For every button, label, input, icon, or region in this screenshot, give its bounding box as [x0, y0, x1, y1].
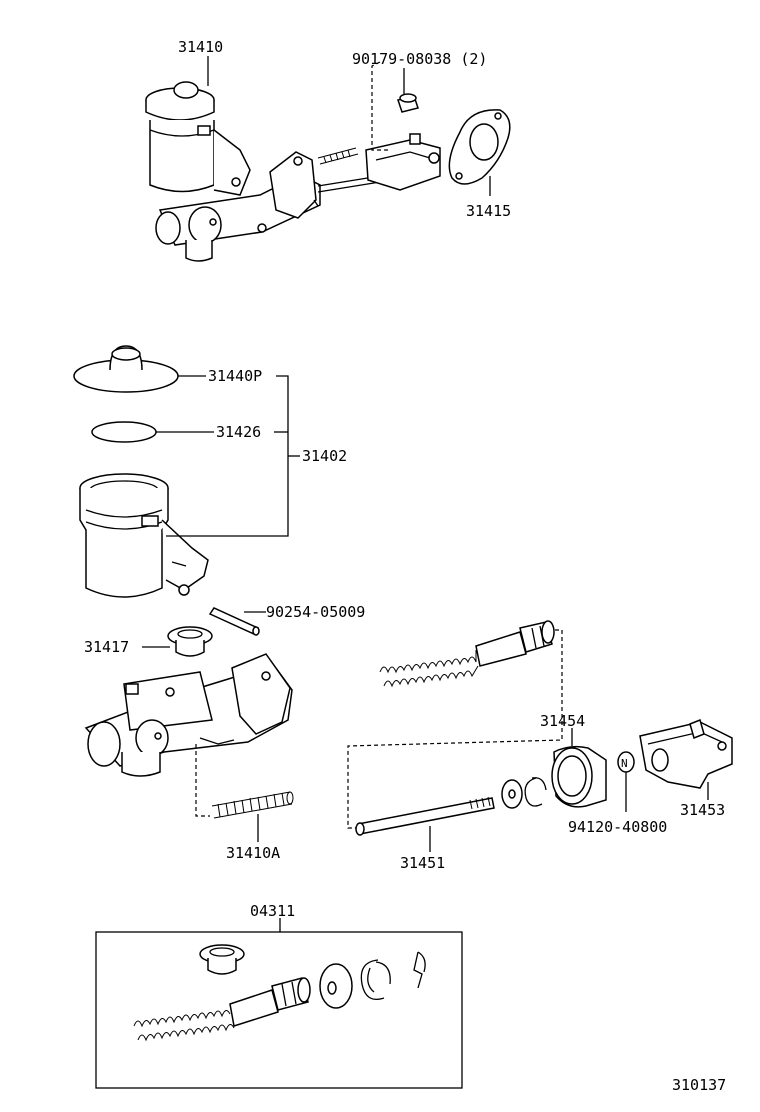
- repair-kit-drawing: [133, 944, 426, 1042]
- cylinder-body-drawing: [84, 653, 293, 777]
- label-31402: 31402: [302, 447, 347, 465]
- push-rod-31451-drawing: [355, 796, 495, 836]
- stud-31410a-drawing: [211, 791, 294, 819]
- new-part-badge: N: [621, 757, 628, 770]
- label-31451: 31451: [400, 854, 445, 872]
- label-31440p: 31440P: [208, 367, 262, 385]
- nut-94120-badge: N: [617, 751, 635, 773]
- diagram-id: 310137: [672, 1076, 726, 1094]
- label-31417: 31417: [84, 638, 129, 656]
- label-31426: 31426: [216, 423, 261, 441]
- boot-31454-drawing: [551, 745, 607, 808]
- kit-04311-box: [95, 931, 463, 1089]
- label-04311: 04311: [250, 902, 295, 920]
- label-31454: 31454: [540, 712, 585, 730]
- label-31453: 31453: [680, 801, 725, 819]
- pin-90254-drawing: [208, 607, 260, 636]
- reservoir-exploded-drawing: [73, 345, 209, 598]
- label-31410: 31410: [178, 38, 223, 56]
- label-31415: 31415: [466, 202, 511, 220]
- label-90179-08038: 90179-08038 (2): [352, 50, 487, 68]
- master-cylinder-assembly-drawing: [145, 81, 511, 262]
- label-94120-40800: 94120-40800: [568, 818, 667, 836]
- label-31410a: 31410A: [226, 844, 280, 862]
- clevis-31453-drawing: [639, 718, 733, 789]
- label-90254-05009: 90254-05009: [266, 603, 365, 621]
- grommet-31417-drawing: [167, 626, 213, 657]
- washer-clip-drawing: [501, 777, 547, 809]
- piston-spring-drawing: [379, 620, 555, 688]
